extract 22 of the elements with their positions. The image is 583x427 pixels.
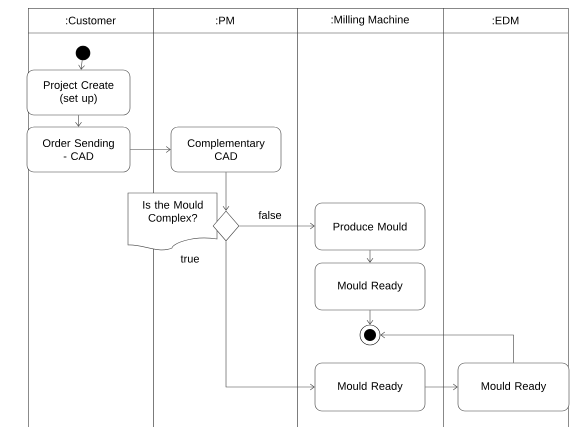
action-box: Mould Ready [458,362,570,412]
arrow [380,332,514,363]
edge-label: true [180,254,200,264]
arrow [239,222,315,230]
arrow [226,241,315,390]
action-box: Mould Ready [314,362,426,412]
action-box: Project Create (set up) [26,70,130,116]
arrow [425,384,458,390]
action-box: Produce Mould [314,202,426,250]
arrow [75,115,82,127]
action-box: Complementary CAD [170,126,282,172]
decision-diamond [212,210,240,242]
action-box: Mould Ready [314,262,426,310]
arrow [366,250,374,263]
start-node [76,46,90,60]
arrow [78,60,85,70]
arrow [366,310,374,325]
action-box: Order Sending - CAD [26,126,130,172]
end-node [360,324,380,346]
edge-label: false [257,210,283,220]
arrow [222,172,230,211]
arrow [130,146,171,153]
